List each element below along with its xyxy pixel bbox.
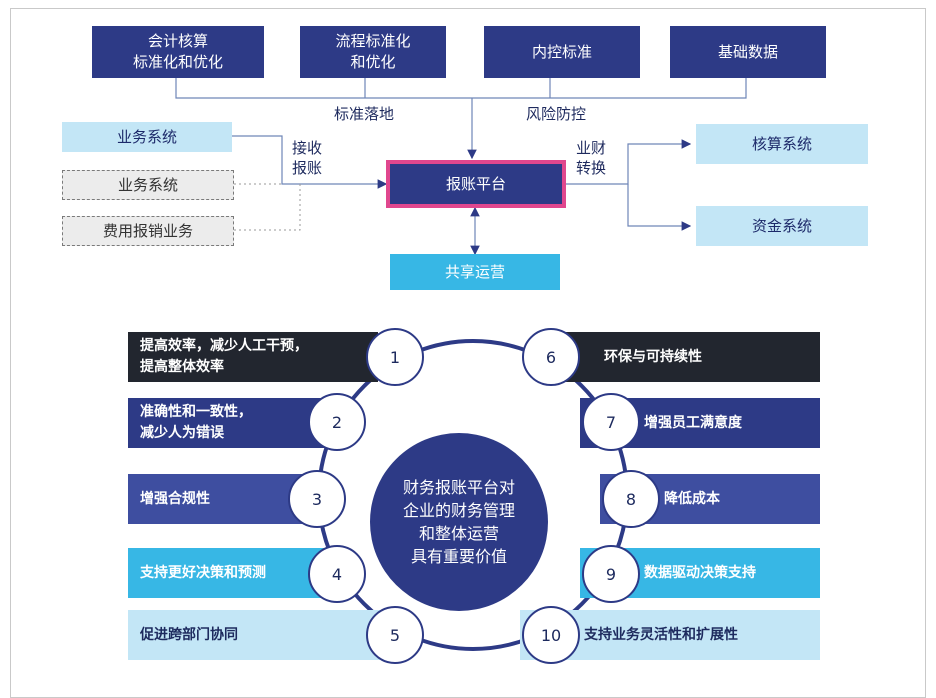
target-accounting-system: 核算系统 — [696, 124, 868, 164]
number-circle-4: 4 — [308, 545, 366, 603]
value-bar-1: 提高效率，减少人工干预， 提高整体效率 — [128, 332, 378, 382]
reimbursement-platform: 报账平台 — [386, 160, 566, 208]
source-expense-reimbursement: 费用报销业务 — [62, 216, 234, 246]
standard-box-internal-control: 内控标准 — [484, 26, 640, 78]
center-value-circle: 财务报账平台对 企业的财务管理 和整体运营 具有重要价值 — [370, 433, 548, 611]
source-business-system: 业务系统 — [62, 122, 232, 152]
value-bar-2: 准确性和一致性， 减少人为错误 — [128, 398, 338, 448]
number-circle-5: 5 — [366, 606, 424, 664]
label-business-finance-conversion: 业财 转换 — [576, 139, 607, 177]
value-bar-6: 环保与可持续性 — [540, 332, 820, 382]
number-circle-6: 6 — [522, 328, 580, 386]
shared-operations: 共享运营 — [390, 254, 560, 290]
label-standard-landing: 标准落地 — [334, 105, 395, 123]
number-circle-3: 3 — [288, 470, 346, 528]
value-bar-4: 支持更好决策和预测 — [128, 548, 338, 598]
number-circle-9: 9 — [582, 545, 640, 603]
label-risk-control: 风险防控 — [526, 105, 587, 123]
standard-box-accounting: 会计核算 标准化和优化 — [92, 26, 264, 78]
label-receive-claims: 接收 报账 — [292, 139, 323, 177]
number-circle-1: 1 — [366, 328, 424, 386]
number-circle-2: 2 — [308, 393, 366, 451]
standard-box-process: 流程标准化 和优化 — [300, 26, 446, 78]
number-circle-7: 7 — [582, 393, 640, 451]
value-bar-3: 增强合规性 — [128, 474, 318, 524]
number-circle-10: 10 — [522, 606, 580, 664]
standard-box-base-data: 基础数据 — [670, 26, 826, 78]
target-funds-system: 资金系统 — [696, 206, 868, 246]
value-bar-5: 促进跨部门协同 — [128, 610, 398, 660]
source-business-system-dashed: 业务系统 — [62, 170, 234, 200]
number-circle-8: 8 — [602, 470, 660, 528]
